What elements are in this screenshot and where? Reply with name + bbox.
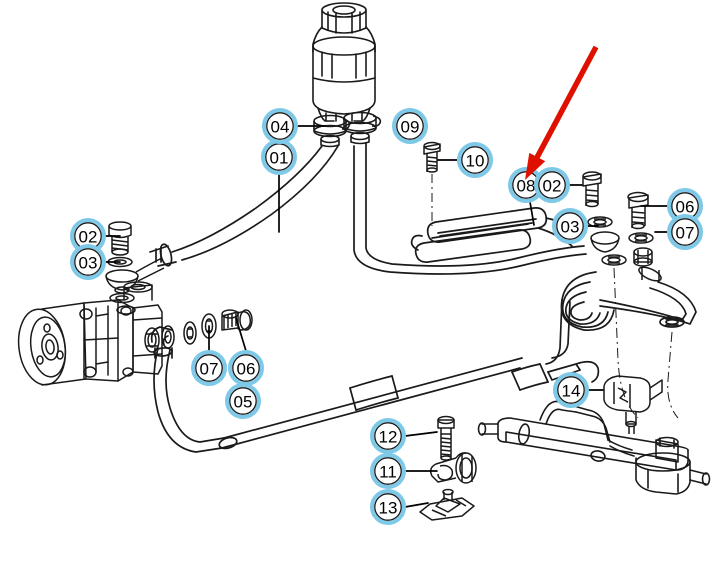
- leader-line-12: [404, 431, 438, 437]
- callout-sealing-ring-cooler[interactable]: 03: [552, 208, 588, 244]
- power-steering-pump: [17, 281, 163, 386]
- callout-label: 01: [270, 149, 289, 168]
- rubber-grommet-11: [429, 452, 477, 484]
- reservoir-hose-clamps: [313, 111, 382, 148]
- callout-label: 03: [561, 218, 580, 237]
- return-hose-09: [353, 142, 587, 275]
- callout-banjo-bolt-cooler[interactable]: 02: [534, 167, 570, 203]
- callout-rubber-hose-grommet[interactable]: 11: [370, 453, 406, 489]
- callout-label: 06: [237, 360, 256, 379]
- callout-label: 09: [401, 118, 420, 137]
- callout-banjo-bolt-pump-pressure-port[interactable]: 02: [70, 218, 106, 254]
- arrow-head: [525, 152, 546, 180]
- callout-sealing-washer-rack[interactable]: 07: [667, 214, 703, 250]
- red-pointer-arrow: [525, 45, 599, 180]
- leader-line-08: [529, 201, 535, 226]
- callout-hose-clamp-reservoir[interactable]: 04: [262, 108, 298, 144]
- high-pressure-hose-05: [150, 326, 600, 453]
- retaining-clip-13: [419, 488, 475, 521]
- callout-label: 04: [271, 118, 290, 137]
- callout-label: 14: [562, 382, 581, 401]
- rack-inlet-fitting: [633, 247, 662, 282]
- hose-clamp-bracket-14: [603, 375, 663, 434]
- hex-bolt-12: [437, 415, 455, 461]
- callout-label: 02: [79, 228, 98, 247]
- callout-bolt-cooler-bracket[interactable]: 10: [457, 142, 493, 178]
- coiled-hose: [545, 271, 615, 365]
- callout-label: 06: [676, 198, 695, 217]
- cooler-bracket-bolt-10: [423, 141, 441, 173]
- callout-label: 02: [543, 177, 562, 196]
- callout-label: 03: [79, 254, 98, 273]
- leader-line-06: [235, 317, 247, 352]
- rack-return-tube: [599, 281, 697, 328]
- callout-sealing-washer[interactable]: 07: [191, 350, 227, 386]
- callout-label: 07: [200, 360, 219, 379]
- assembly-axis-lines: [613, 267, 679, 419]
- callout-group: 01 02 03 04 05 06 07 09 10 08 02 03 06 07 11 12 13 14: [70, 108, 703, 525]
- callout-label: 08: [517, 177, 536, 196]
- arrow-shaft: [531, 45, 599, 164]
- rack-banjo-bolt-06: [627, 191, 649, 230]
- callout-label: 13: [379, 499, 398, 518]
- callout-label: 07: [676, 224, 695, 243]
- leader-line-13: [404, 502, 429, 508]
- callout-return-line-to-reservoir[interactable]: 09: [392, 108, 428, 144]
- callout-oil-cooler-loop[interactable]: 08: [508, 167, 544, 203]
- pump-banjo-bolt-06: [221, 309, 253, 331]
- callout-hose-clamp-bracket-rack[interactable]: 14: [553, 372, 589, 408]
- steering-rack: [477, 400, 711, 495]
- fluid-reservoir-assembly: [312, 2, 376, 122]
- cooler-banjo-stack: [582, 171, 627, 266]
- callout-sealing-ring-pump-port[interactable]: 03: [70, 244, 106, 280]
- callout-label: 05: [234, 393, 253, 412]
- callout-label: 11: [379, 463, 397, 482]
- callout-suction-hose-reservoir-to-pump[interactable]: 01: [261, 139, 297, 175]
- callout-retaining-clip-bracket[interactable]: 13: [370, 489, 406, 525]
- callout-hollow-banjo-bolt[interactable]: 06: [228, 350, 264, 386]
- callout-high-pressure-hose-pump-to-rack[interactable]: 05: [225, 383, 261, 419]
- pump-sealing-washer-07: [161, 313, 217, 349]
- callout-hex-bolt-clamp[interactable]: 12: [370, 418, 406, 454]
- suction-hose-01: [149, 145, 339, 267]
- callout-hollow-banjo-bolt-rack[interactable]: 06: [667, 188, 703, 224]
- callout-label: 12: [379, 428, 398, 447]
- rack-sealing-washer-07: [628, 232, 654, 244]
- callout-label: 10: [466, 152, 485, 171]
